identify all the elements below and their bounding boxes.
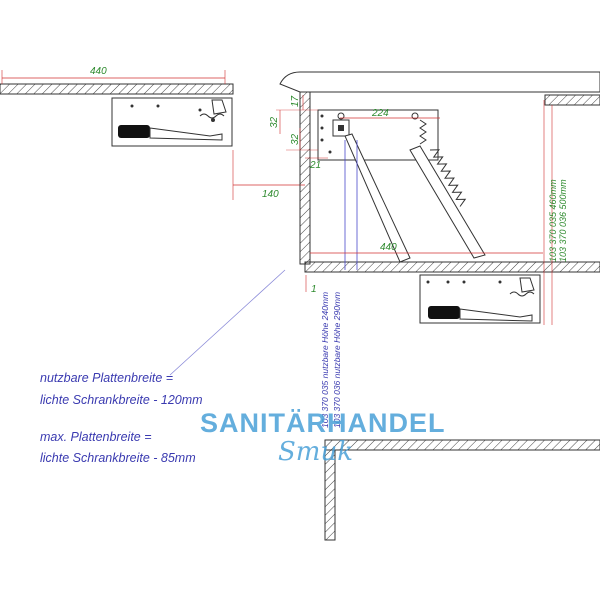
dim-label-1: 1 [311,284,317,295]
dim-440-shelf: 440 [310,242,543,254]
cabinet-left-wall [299,91,311,265]
note-line-1: nutzbare Plattenbreite = [40,371,173,385]
upper-mechanism [317,109,486,263]
dim-label-21: 21 [309,160,321,171]
height-label-290: 103 370 036 nutzbare Höhe 290mm [332,292,342,428]
watermark-line-2: Smuk [278,437,353,467]
height-guide-lines [344,140,358,270]
cabinet-right-top-board [544,94,600,106]
cabinet-top-board [279,71,600,93]
height-labels: 103 370 035 nutzbare Höhe 240mm 103 370 … [320,292,342,428]
left-mechanism [111,97,233,147]
watermark-logo: SANITÄRHANDEL Smuk [200,408,446,467]
dim-1: 1 [305,275,317,295]
cabinet-shelf [304,261,600,273]
dim-label-32-a: 32 [269,116,280,128]
left-top-board [0,83,234,95]
dim-224: 224 [340,108,440,119]
height-label-240: 103 370 035 nutzbare Höhe 240mm [320,292,330,428]
dim-label-224: 224 [371,108,389,119]
note-line-4: lichte Schrankbreite - 85mm [40,451,196,465]
lower-cabinet [324,439,600,541]
leader-line [169,269,286,376]
dim-label-17: 17 [290,95,301,107]
dim-label-140: 140 [262,189,279,200]
dim-440-top-left: 440 [1,66,226,84]
dim-140: 140 [232,150,305,200]
dim-label-440-shelf: 440 [380,242,397,253]
note-line-2: lichte Schrankbreite - 120mm [40,393,203,407]
dim-label-440-left: 440 [90,66,107,77]
dim-32-a: 32 [269,109,318,134]
note-line-3: max. Plattenbreite = [40,430,152,444]
watermark-line-1: SANITÄRHANDEL [200,408,446,438]
lower-mechanism [419,274,541,324]
dim-32-b: 32 [286,128,318,151]
dim-21: 21 [305,157,328,171]
width-notes: nutzbare Plattenbreite = lichte Schrankb… [40,371,203,465]
dim-label-500: 103 370 036 500mm [558,179,568,262]
dim-label-460: 103 370 035 460mm [548,179,558,262]
right-vertical-dims: 103 370 035 460mm 103 370 036 500mm [543,100,568,325]
dim-17: 17 [290,95,304,110]
dim-label-32-b: 32 [290,133,301,145]
